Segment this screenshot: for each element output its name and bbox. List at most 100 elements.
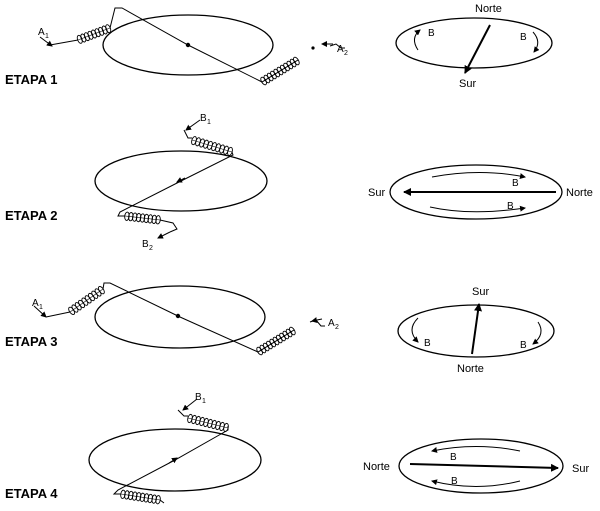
field-arrow — [409, 463, 559, 472]
coil-turn — [279, 64, 287, 74]
pole-label-top: Norte — [475, 3, 502, 15]
rotor-ellipse — [389, 164, 563, 220]
terminal-index: 2 — [335, 324, 339, 331]
coil-turn — [285, 328, 293, 338]
coil-turn — [124, 211, 130, 221]
terminal-letter: A — [38, 27, 45, 38]
coil-turn — [135, 212, 142, 223]
stator-ellipse — [94, 285, 266, 349]
stage-4-label: ETAPA 4 — [5, 486, 58, 501]
coil-bottom — [124, 215, 161, 221]
terminal-index: 1 — [207, 119, 211, 126]
coil-turn — [147, 493, 153, 504]
coil-turn — [282, 330, 290, 340]
coil-turn — [151, 214, 157, 224]
terminal-index: 2 — [344, 50, 348, 57]
stage-3-rotor: Sur Norte B B — [397, 286, 555, 375]
coil-right — [257, 329, 295, 353]
terminal-b1: B 1 — [182, 392, 206, 411]
coil-turn — [128, 490, 134, 501]
stage-4: ETAPA 4 B 1 Norte Sur B B — [5, 392, 589, 505]
terminal-arrow — [311, 317, 323, 323]
winding-direction-arrow — [176, 177, 186, 183]
rotation-label-bottom: B — [507, 201, 514, 212]
coil-turn — [155, 495, 161, 505]
coil-turn — [143, 213, 150, 224]
coil-turn — [286, 60, 294, 70]
terminal-letter: B — [200, 113, 207, 124]
rotation-label-top: B — [450, 452, 457, 463]
coil-left — [76, 24, 112, 44]
stage-3-label: ETAPA 3 — [5, 334, 58, 349]
terminal-arrow — [157, 231, 171, 239]
coil-turn — [260, 76, 267, 86]
coil-turn — [139, 213, 146, 223]
rotation-label-right: B — [520, 32, 527, 43]
coil-turn — [263, 74, 271, 84]
coil-turn — [272, 336, 280, 346]
rotation-label-left: B — [424, 338, 431, 349]
terminal-dot — [311, 46, 315, 50]
stage-1-rotor: Norte Sur B B — [395, 3, 553, 90]
stage-1: ETAPA 1 A 1 A 2 — [5, 3, 553, 90]
coil-turn — [120, 489, 126, 499]
coil-turn — [227, 146, 233, 156]
coil-turn — [256, 346, 263, 356]
terminal-letter: A — [32, 298, 39, 309]
pole-label-left: Sur — [368, 187, 385, 199]
terminal-letter: A — [328, 318, 335, 329]
coil-turn — [91, 29, 97, 39]
winding-wire — [117, 129, 234, 233]
winding-wire — [49, 7, 345, 83]
rotation-arrow-top — [431, 172, 526, 179]
pole-label-right: Norte — [566, 187, 593, 199]
pole-label-bottom: Norte — [457, 363, 484, 375]
coil-turn — [289, 326, 296, 336]
coil-turn — [101, 25, 108, 35]
stage-3: ETAPA 3 A 1 A 2 Sur Norte B — [5, 282, 555, 375]
terminal-a2: A 2 — [321, 41, 348, 57]
stage-4-stator: B 1 — [88, 392, 262, 505]
terminal-letter: B — [142, 239, 149, 250]
rotation-arrow-left — [414, 29, 421, 51]
coil-turn — [98, 26, 105, 36]
rotor-ellipse — [398, 438, 564, 494]
winding-wire — [45, 282, 325, 353]
coil-turn — [283, 62, 290, 72]
coil-turn — [266, 340, 273, 350]
terminal-letter: B — [195, 392, 202, 403]
terminal-a1: A 1 — [32, 298, 47, 318]
stage-1-label: ETAPA 1 — [5, 72, 58, 87]
coil-turn — [83, 32, 90, 42]
rotation-label-right: B — [520, 340, 527, 351]
rotation-arrow-left — [411, 317, 419, 343]
coil-turn — [151, 494, 157, 504]
stage-4-rotor: Norte Sur B B — [363, 438, 589, 494]
pole-label-top: Sur — [472, 286, 489, 298]
coil-turn — [223, 422, 229, 433]
stator-ellipse — [88, 428, 262, 492]
coil-turn — [80, 33, 87, 43]
coil-turn — [139, 492, 146, 502]
coil-turn — [289, 58, 297, 68]
coil-turn — [76, 34, 83, 44]
terminal-index: 1 — [45, 33, 49, 40]
rotation-label-top: B — [512, 178, 519, 189]
rotation-arrow-bottom — [429, 205, 526, 213]
coil-turn — [279, 332, 286, 342]
terminal-index: 1 — [39, 304, 43, 311]
rotation-label-left: B — [428, 28, 435, 39]
stage-2-rotor: Sur Norte B B — [368, 164, 593, 220]
terminal-b2: B 2 — [142, 231, 171, 252]
stage-2-stator: B 1 B 2 — [94, 113, 268, 252]
terminal-index: 2 — [149, 245, 153, 252]
winding-direction-dot — [185, 42, 191, 48]
coil-turn — [97, 286, 105, 295]
winding-direction-dot — [175, 313, 181, 319]
coil-turn — [269, 338, 277, 348]
stator-ellipse — [102, 14, 274, 76]
coil-turn — [270, 70, 277, 80]
stage-2: ETAPA 2 B 1 B 2 Sur Norte B — [5, 113, 593, 252]
rotation-arrow-right — [532, 31, 540, 53]
